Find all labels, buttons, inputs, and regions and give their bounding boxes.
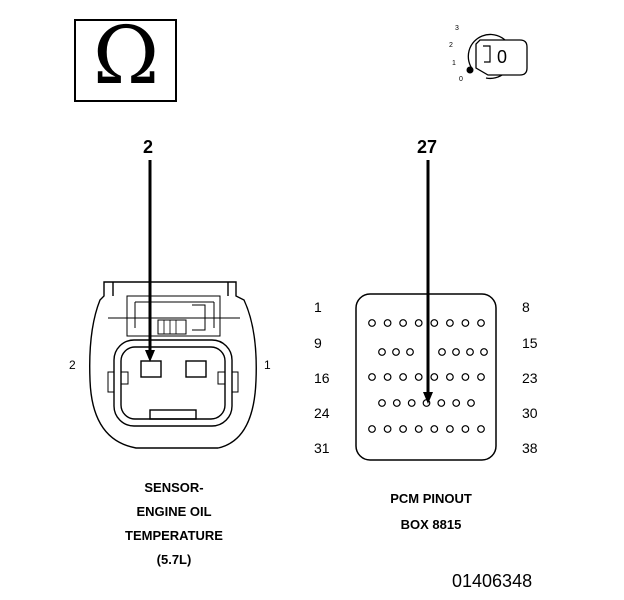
- pcm-pin-cavity: [406, 348, 414, 356]
- pcm-pin-cavity: [368, 425, 376, 433]
- pcm-pin-cavity: [430, 319, 439, 327]
- sensor-cavity-left-label: 2: [69, 358, 76, 372]
- pcm-pin-cavity: [407, 399, 416, 407]
- pcm-row-start-label: 1: [314, 299, 322, 315]
- pcm-pin-cavity: [452, 399, 461, 407]
- ignition-key-icon: [466, 33, 528, 80]
- pcm-pin-cavity: [430, 425, 439, 433]
- pcm-pin-cavity: [461, 319, 470, 327]
- pcm-pin-cavity: [446, 425, 454, 433]
- sensor-cavity-right-label: 1: [264, 358, 271, 372]
- sensor-caption: SENSOR- ENGINE OIL TEMPERATURE (5.7L): [104, 476, 244, 572]
- key-position-0: 0: [459, 76, 463, 83]
- pcm-pin-cavity: [378, 348, 386, 356]
- sensor-caption-line: (5.7L): [156, 552, 192, 567]
- pcm-pin-cavity: [437, 399, 446, 407]
- pcm-pin-cavity: [446, 319, 454, 327]
- ohmmeter-icon: [74, 19, 177, 102]
- pcm-pin-cavity: [461, 425, 470, 433]
- pcm-pin-cavity: [383, 373, 392, 381]
- pcm-pin-cavity: [392, 348, 400, 356]
- sensor-callout-pin: 2: [143, 137, 154, 157]
- pcm-pin-cavity: [414, 319, 423, 327]
- ohm-symbol: Ω: [92, 9, 160, 102]
- pcm-pin-cavity: [378, 399, 386, 407]
- pcm-pin-cavity: [392, 399, 401, 407]
- pcm-connector: [355, 293, 497, 461]
- pcm-callout-pin: 27: [417, 137, 438, 157]
- pcm-pin-cavity: [466, 348, 474, 356]
- pcm-pin-cavity: [368, 373, 376, 381]
- sensor-connector: [89, 281, 257, 449]
- pcm-row-end-label: 38: [522, 440, 538, 456]
- pcm-pin-arrow: [423, 160, 433, 404]
- figure-id: 01406348: [452, 571, 533, 591]
- pcm-pin-cavity: [467, 399, 475, 407]
- pcm-row-end-label: 23: [522, 370, 538, 386]
- pcm-caption-line: PCM PINOUT: [390, 491, 472, 506]
- pcm-pin-cavity: [477, 373, 485, 381]
- pcm-pin-cavity: [399, 425, 408, 433]
- pcm-pin-cavity: [430, 373, 439, 381]
- sensor-pin-arrow: [145, 160, 155, 362]
- pcm-pin-cavity: [477, 425, 485, 433]
- pcm-pin-cavity: [446, 373, 454, 381]
- sensor-caption-line: ENGINE OIL: [136, 504, 212, 519]
- pcm-caption: PCM PINOUT BOX 8815: [356, 486, 506, 538]
- pcm-pin-cavity: [438, 348, 446, 356]
- pcm-row-end-label: 15: [522, 335, 538, 351]
- pcm-pin-cavity: [383, 425, 392, 433]
- pcm-pin-cavity: [414, 373, 423, 381]
- key-current-position: 0: [497, 47, 508, 67]
- key-position-2: 2: [449, 42, 453, 49]
- pcm-pin-cavity: [477, 319, 485, 327]
- sensor-caption-line: SENSOR-: [144, 480, 204, 495]
- pcm-pin-cavity: [480, 348, 488, 356]
- key-position-3: 3: [455, 25, 459, 32]
- pcm-pin-cavity: [399, 373, 408, 381]
- pcm-row-end-label: 30: [522, 405, 538, 421]
- pcm-row-start-label: 24: [314, 405, 330, 421]
- pcm-pin-cavity: [452, 348, 460, 356]
- pcm-row-end-label: 8: [522, 299, 530, 315]
- pcm-pin-cavity: [414, 425, 423, 433]
- pcm-pin-cavity: [368, 319, 376, 327]
- pcm-row-start-label: 31: [314, 440, 330, 456]
- sensor-caption-line: TEMPERATURE: [125, 528, 223, 543]
- pcm-row-start-label: 16: [314, 370, 330, 386]
- pcm-pin-cavity: [383, 319, 392, 327]
- pcm-pin-cavity: [461, 373, 470, 381]
- pcm-pin-cavity: [399, 319, 408, 327]
- key-position-1: 1: [452, 60, 456, 67]
- pcm-row-start-label: 9: [314, 335, 322, 351]
- pcm-caption-line: BOX 8815: [400, 517, 462, 532]
